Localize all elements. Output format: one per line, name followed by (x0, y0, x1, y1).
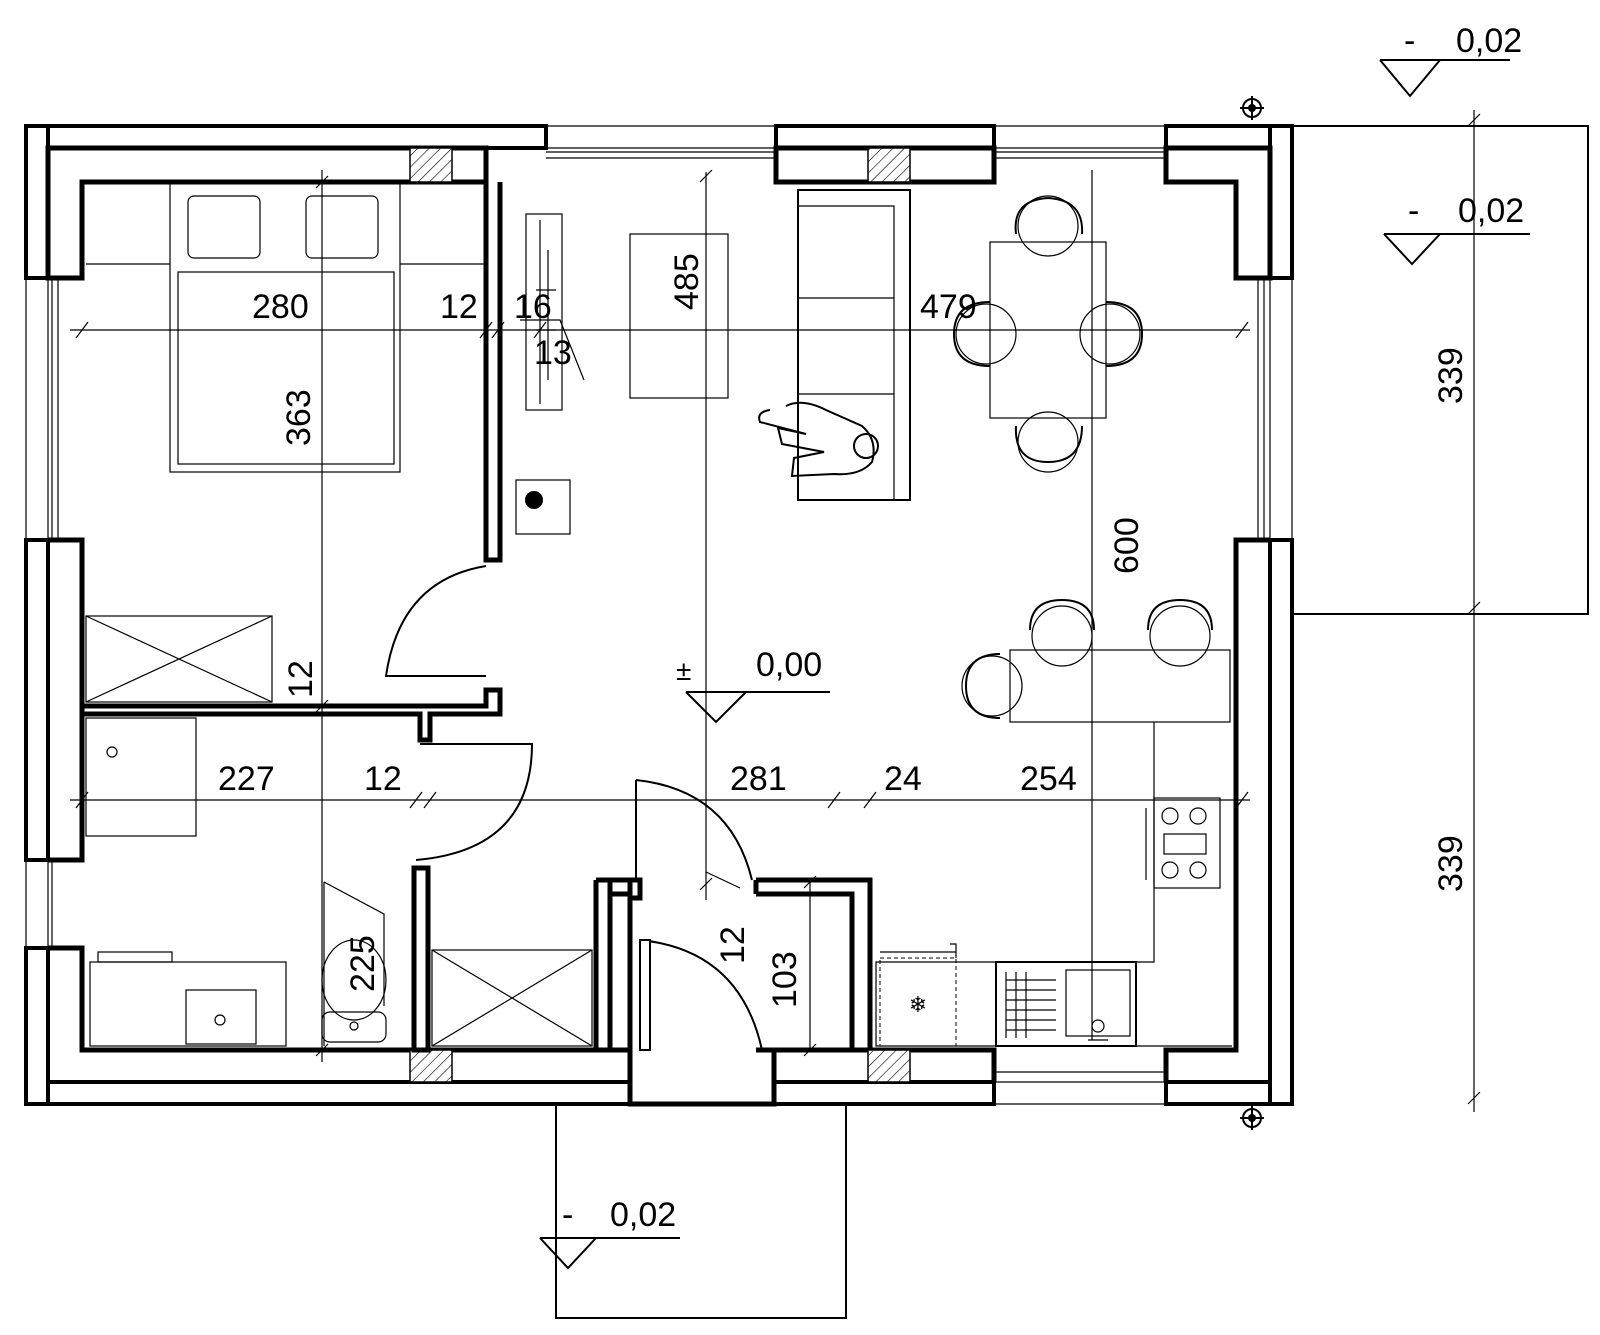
dim-bath-width: 227 (218, 760, 275, 798)
dim-kitchen-wall: 24 (884, 760, 922, 798)
level-markers (539, 59, 1530, 1270)
level-sign-top: - (1404, 22, 1415, 60)
dim-terrace-lower: 339 (1432, 835, 1470, 892)
level-terrace-mid: 0,02 (1458, 192, 1524, 230)
level-sign-entrance: - (562, 1196, 573, 1234)
dim-bedroom-depth: 363 (280, 389, 318, 446)
terraces (555, 125, 1589, 1319)
dim-wall-b: 16 (514, 288, 552, 326)
dim-closet-wall: 12 (282, 660, 320, 698)
level-sign-mid: - (1408, 192, 1419, 230)
dim-hall-width: 281 (730, 760, 787, 798)
north-arrow-icon (1240, 96, 1264, 1130)
windows (25, 125, 1293, 1105)
interior-walls (79, 182, 873, 1107)
level-entrance: 0,02 (610, 1196, 676, 1234)
level-floor: 0,00 (756, 646, 822, 684)
dim-wall-c: 13 (534, 334, 572, 372)
snowflake-icon: ❄ (909, 993, 927, 1018)
outer-walls (24, 124, 1294, 1106)
doors (384, 565, 763, 1051)
dimension-labels: 280 12 16 13 485 479 363 600 12 227 12 2… (218, 253, 1470, 1008)
dim-kitchen-width: 254 (1020, 760, 1077, 798)
bathroom-furniture (85, 717, 593, 1047)
living-furniture (515, 189, 911, 535)
dim-bath-depth: 225 (344, 935, 382, 992)
dim-vest-depth: 103 (766, 951, 804, 1008)
dining-furniture (952, 195, 1231, 723)
dimension-lines (70, 110, 1588, 1112)
level-sign-floor: ± (676, 655, 691, 686)
dim-terrace-upper: 339 (1432, 347, 1470, 404)
dim-tv-area: 485 (668, 253, 706, 310)
level-labels: - 0,02 - 0,02 ± 0,00 - 0,02 (562, 22, 1524, 1234)
dim-living-depth: 600 (1108, 517, 1146, 574)
dim-wall-a: 12 (440, 288, 478, 326)
dim-bedroom-width: 280 (252, 288, 309, 326)
dim-living-width: 479 (920, 288, 977, 326)
dim-bath-wall: 12 (364, 760, 402, 798)
level-terrace-top: 0,02 (1456, 22, 1522, 60)
dim-vest-wall: 12 (714, 926, 752, 964)
bedroom-furniture (85, 181, 486, 703)
kitchen-furniture: ❄ (875, 722, 1232, 1047)
